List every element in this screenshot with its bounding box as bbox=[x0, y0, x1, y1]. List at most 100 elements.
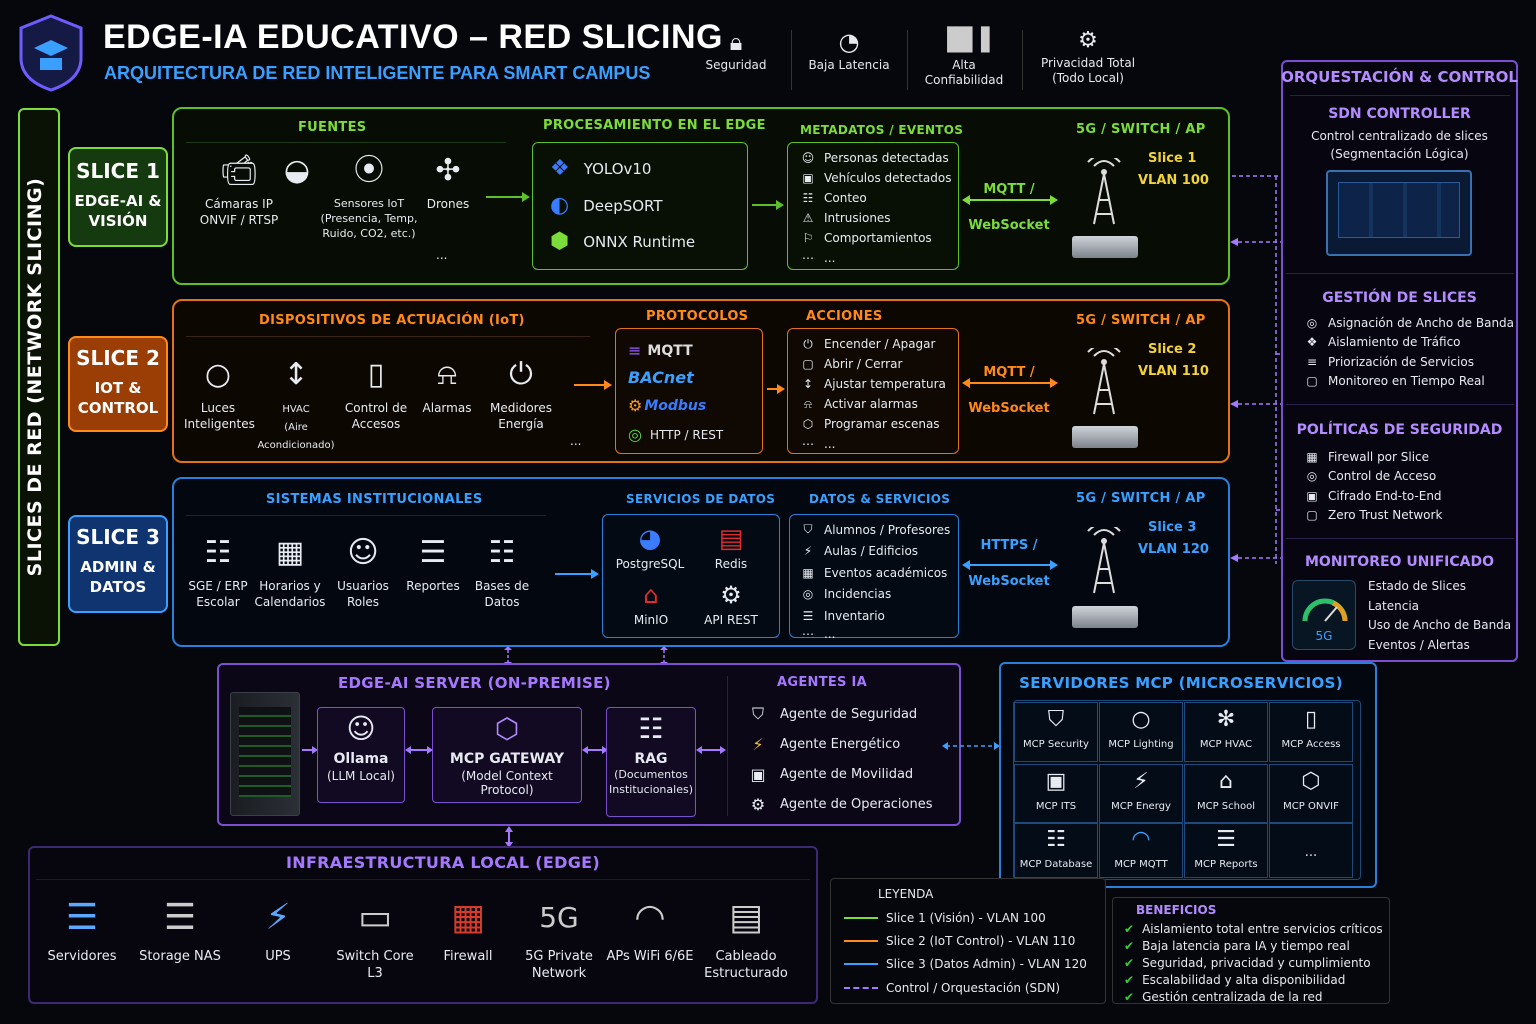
device-access: ▯ Control de Accesos bbox=[340, 356, 412, 432]
slice-1-link-label: MQTT / WebSocket bbox=[968, 182, 1050, 233]
mcp-grid bbox=[1013, 700, 1361, 880]
document-icon: ☰ bbox=[419, 535, 447, 570]
arrow-server-infra bbox=[502, 826, 516, 852]
cpu-icon: ⚙ bbox=[1078, 28, 1098, 53]
mcp-its[interactable]: ▣MCP ITS bbox=[1014, 764, 1098, 824]
bolt-icon: ⚡︎ bbox=[752, 734, 764, 754]
device-meters: ⏻ Medidores Energía bbox=[484, 356, 558, 432]
legend-swatch-slice2 bbox=[844, 939, 878, 942]
divider bbox=[1286, 538, 1514, 539]
mcp-more: ... bbox=[1269, 822, 1353, 878]
car-icon: ▣ bbox=[802, 171, 814, 185]
slice-mgmt-title: GESTIÓN DE SLICES bbox=[1322, 290, 1477, 306]
mcp-onvif[interactable]: ⬡MCP ONVIF bbox=[1269, 764, 1353, 824]
document-icon: ☰ bbox=[1216, 827, 1236, 852]
legend-swatch-slice3 bbox=[844, 962, 878, 965]
5g-icon: 5G bbox=[539, 901, 579, 934]
switch-icon bbox=[1072, 426, 1138, 448]
benefits-title: BENEFICIOS bbox=[1136, 903, 1217, 917]
infra-wifi-aps: ◠APs WiFi 6/6E bbox=[604, 888, 696, 965]
mcp-mqtt[interactable]: ◠MCP MQTT bbox=[1099, 822, 1183, 878]
source-dome-camera: ◒ bbox=[272, 152, 322, 196]
slice-3-net-vlan: VLAN 120 bbox=[1138, 542, 1209, 557]
divider bbox=[1286, 404, 1514, 405]
side-slices-panel bbox=[18, 108, 60, 646]
system-databases: ☷ Bases de Datos bbox=[470, 534, 534, 610]
service-postgresql: ◕ PostgreSQL bbox=[610, 520, 690, 572]
processing-title: PROCESAMIENTO EN EL EDGE bbox=[543, 118, 766, 133]
lock-icon: 🔒︎ bbox=[729, 28, 743, 56]
orchestration-panel bbox=[1281, 60, 1518, 662]
mcp-energy[interactable]: ⚡︎MCP Energy bbox=[1099, 764, 1183, 824]
services-box bbox=[602, 514, 780, 638]
redis-icon: ▤ bbox=[718, 524, 744, 554]
mcp-security[interactable]: ⛉MCP Security bbox=[1014, 702, 1098, 762]
cube-icon: ⬡ bbox=[1301, 769, 1321, 794]
side-slices-label: SLICES DE RED (NETWORK SLICING) bbox=[24, 177, 46, 577]
behavior-icon: ⚐ bbox=[802, 231, 814, 245]
mcp-school[interactable]: ⌂MCP School bbox=[1184, 764, 1268, 824]
agents-list: ⛉Agente de Seguridad ⚡︎Agente Energético… bbox=[750, 704, 933, 814]
system-users: ☺ Usuarios Roles bbox=[330, 534, 396, 610]
ollama-box[interactable]: ☺ Ollama (LLM Local) bbox=[317, 707, 405, 803]
legend-swatch-sdn bbox=[844, 986, 878, 989]
divider bbox=[186, 336, 590, 337]
slice-2-badge: SLICE 2 IOT & CONTROL bbox=[68, 336, 168, 432]
check-icon: ✔ bbox=[1124, 989, 1135, 1004]
mcp-hvac[interactable]: ✻MCP HVAC bbox=[1184, 702, 1268, 762]
systems-title: SISTEMAS INSTITUCIONALES bbox=[266, 492, 483, 507]
actions-title: ACCIONES bbox=[806, 309, 883, 324]
arrow-rag-agents bbox=[696, 741, 726, 760]
security-policies-title: POLÍTICAS DE SEGURIDAD bbox=[1296, 422, 1503, 438]
firewall-icon: ▦ bbox=[450, 897, 485, 938]
inventory-icon: ☰ bbox=[802, 608, 814, 623]
infra-panel bbox=[28, 846, 818, 1004]
shield-icon: ⛉ bbox=[1047, 707, 1065, 732]
onnx-icon: ⬢ bbox=[550, 229, 570, 254]
arrow-agents-mcp bbox=[942, 737, 1000, 756]
data-services-box bbox=[789, 514, 959, 638]
globe-icon: ◎ bbox=[628, 425, 642, 444]
mcp-reports[interactable]: ☰MCP Reports bbox=[1184, 822, 1268, 878]
services-title: SERVICIOS DE DATOS bbox=[626, 492, 776, 506]
switch-icon bbox=[1072, 236, 1138, 258]
actions-list: ⏻Encender / Apagar ▢Abrir / Cerrar ↕Ajus… bbox=[802, 336, 946, 452]
infra-storage-nas: ☰Storage NAS bbox=[134, 888, 226, 965]
camera-icon: 📹︎ bbox=[219, 153, 259, 188]
slice-3-net-title: 5G / SWITCH / AP bbox=[1076, 491, 1206, 506]
page-subtitle: ARQUITECTURA DE RED INTELIGENTE PARA SMA… bbox=[104, 63, 651, 83]
mcp-lighting[interactable]: ○MCP Lighting bbox=[1099, 702, 1183, 762]
database-icon: ☷ bbox=[204, 535, 232, 570]
mcp-access[interactable]: ▯MCP Access bbox=[1269, 702, 1353, 762]
feature-security: 🔒︎ Seguridad bbox=[700, 28, 772, 73]
metadata-box bbox=[787, 142, 959, 270]
bandwidth-icon: ◎ bbox=[1306, 315, 1318, 330]
arrow-ollama-gateway bbox=[405, 741, 433, 760]
alarm-icon: ⍾ bbox=[437, 357, 457, 392]
protocol-bacnet: BACnet bbox=[628, 368, 694, 387]
actions-box bbox=[787, 328, 959, 454]
legend-list: Slice 1 (Visión) - VLAN 100 Slice 2 (IoT… bbox=[844, 906, 1087, 1000]
rag-box[interactable]: ☷ RAG (Documentos Institucionales) bbox=[606, 707, 696, 817]
slice-2-net-vlan: VLAN 110 bbox=[1138, 364, 1209, 379]
switch-icon bbox=[1072, 606, 1138, 628]
arrow-devices-protocols bbox=[574, 377, 612, 396]
check-icon: ✔ bbox=[1124, 972, 1135, 987]
slice-1-link-arrow bbox=[962, 192, 1058, 211]
gauge-icon: ◔ bbox=[838, 28, 860, 56]
database-icon: ☷ bbox=[488, 535, 516, 570]
sdn-title: SDN CONTROLLER bbox=[1328, 106, 1471, 122]
device-lights: ○ Luces Inteligentes bbox=[184, 357, 255, 431]
arrow-protocols-actions bbox=[767, 381, 785, 400]
logo-shield-icon bbox=[18, 14, 84, 92]
antenna-icon bbox=[1080, 343, 1128, 422]
mcp-gateway-box[interactable]: ⬡ MCP GATEWAY (Model Context Protocol) bbox=[432, 707, 582, 803]
system-erp: ☷ SGE / ERP Escolar bbox=[184, 534, 252, 610]
door-icon: ▯ bbox=[367, 357, 385, 392]
mcp-database[interactable]: ☷MCP Database bbox=[1014, 822, 1098, 878]
device-hvac: ↕ HVAC (Aire Acondicionado) bbox=[252, 356, 340, 454]
service-api-rest: ⚙ API REST bbox=[696, 576, 766, 628]
yolo-item: ❖ YOLOv10 bbox=[550, 156, 652, 181]
legend-swatch-slice1 bbox=[844, 916, 878, 919]
protocols-title: PROTOCOLOS bbox=[646, 309, 749, 324]
